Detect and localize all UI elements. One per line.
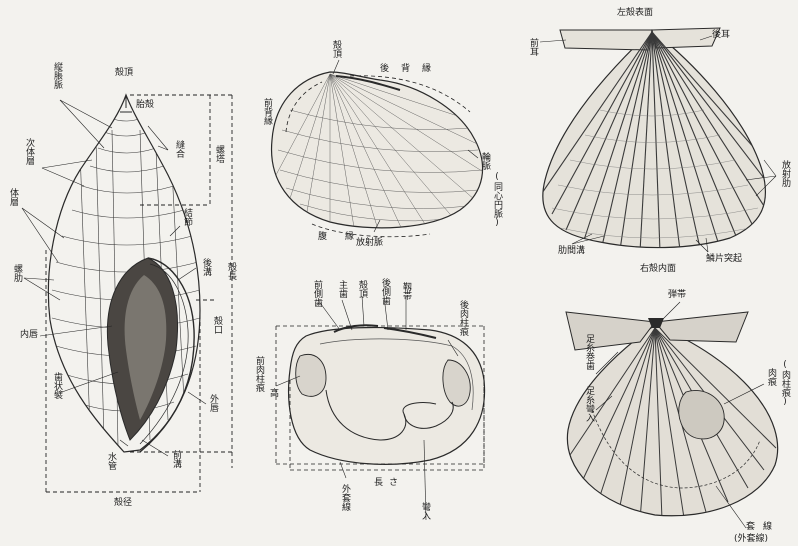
whelk-shell-drawing	[22, 95, 232, 492]
label-siphon: 水管	[106, 452, 116, 470]
label-interrib-groove: 肋間溝	[558, 246, 585, 256]
label-rear-ear: 後耳	[712, 30, 730, 40]
label-anterior-adductor-scar: 前肉柱痕	[254, 356, 264, 392]
label-scaly-process: 鱗片突起	[706, 254, 742, 264]
label-growth-line: 輪脈	[480, 152, 490, 170]
scallop-outer-drawing	[540, 28, 776, 252]
label-anterior-lateral-tooth: 前側歯	[312, 280, 322, 307]
label-pallial-sinus: 彎入	[420, 502, 430, 520]
label-posterior-dorsal: 後背縁	[380, 64, 443, 74]
clam-outer-drawing	[268, 60, 490, 237]
label-inner-lip: 内唇	[20, 330, 38, 340]
label-clam-apex: 殻頂	[331, 40, 341, 58]
label-clam-radial-rib: 放射脈	[356, 238, 383, 248]
label-aperture: 殻口	[212, 316, 222, 334]
label-anterior-canal: 前溝	[171, 450, 181, 468]
label-posterior-canal: 後溝	[201, 258, 211, 276]
label-byssal-teeth: 足糸巻歯	[584, 334, 594, 370]
label-ligament: 靱帯	[401, 282, 411, 300]
label-front-ear: 前耳	[528, 38, 538, 56]
label-outer-lip: 外唇	[208, 394, 218, 412]
label-anterior-dorsal: 前背縁	[262, 98, 272, 125]
label-height: 高	[268, 388, 278, 397]
label-spiral-rib: 螺肋	[12, 264, 22, 282]
label-resilium: 弾帯	[668, 290, 686, 300]
label-scallop-pallial-line: 套線	[746, 522, 780, 532]
label-suture: 縫合	[174, 140, 184, 158]
label-radial-rib: 放射肋	[780, 160, 790, 187]
label-muscle-scar-note: (肉柱痕)	[780, 360, 790, 407]
label-length: 長さ	[374, 478, 404, 488]
label-axial-rib: 縦脹脈	[52, 62, 62, 89]
label-penultimate-whorl: 次体層	[24, 138, 34, 165]
label-concentric: (同心円脈)	[492, 172, 502, 228]
label-byssal-notch: 足糸彎入	[584, 386, 594, 422]
label-protoconch: 胎殻	[136, 100, 154, 110]
label-node: 結節	[182, 208, 192, 226]
label-body-whorl: 体層	[8, 188, 18, 206]
label-muscle-scar: 肉痕	[766, 368, 776, 386]
label-shell-width: 殻径	[114, 498, 132, 508]
label-posterior-lateral-tooth: 後側歯	[380, 278, 390, 305]
label-main-tooth: 主歯	[337, 280, 347, 298]
label-spire: 螺塔	[214, 145, 224, 163]
label-posterior-adductor-scar: 後肉柱痕	[458, 300, 468, 336]
label-shell-length: 殻長	[226, 262, 236, 280]
label-columellar-plaits: 歯状襞	[52, 372, 62, 399]
label-inner-apex: 殻頂	[357, 280, 367, 298]
label-scallop-title: 左殻表面	[617, 8, 653, 18]
label-pallial-line: 外套線	[340, 484, 350, 511]
label-right-valve-inner: 右殻内面	[640, 264, 676, 274]
label-apex: 殻頂	[115, 68, 133, 78]
label-scallop-pallial-note: (外套線)	[734, 534, 768, 544]
